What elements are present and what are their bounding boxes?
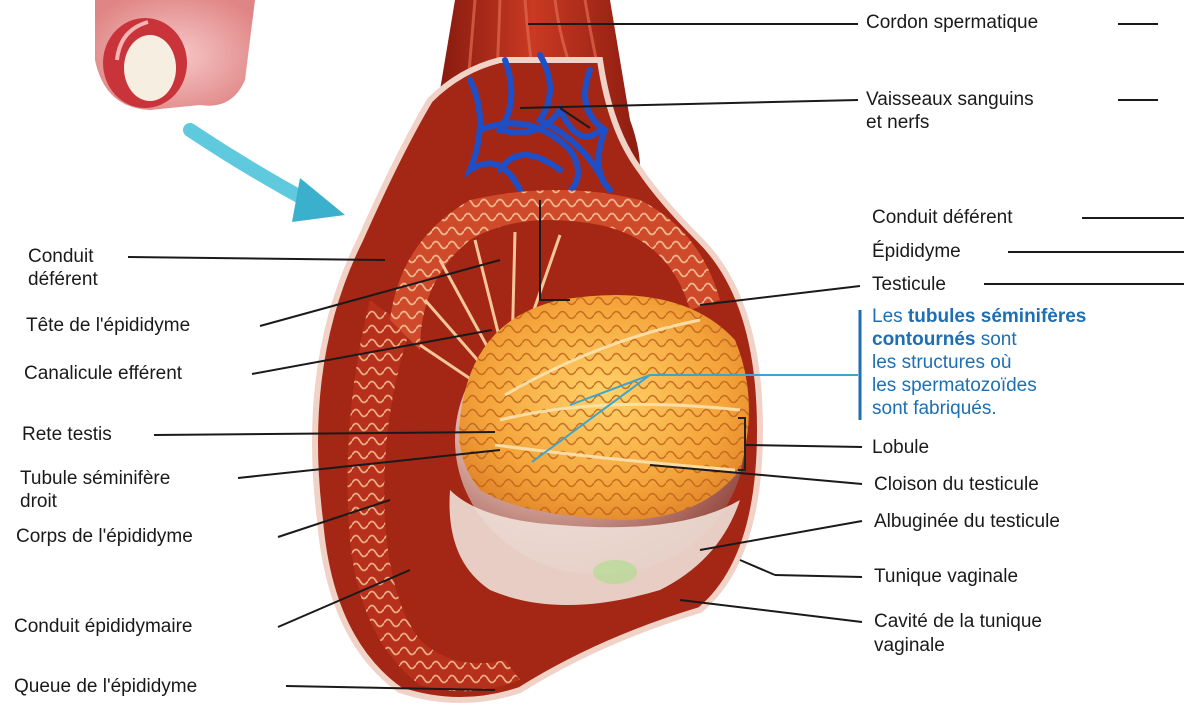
label-corps-epididyme: Corps de l'épididyme	[16, 526, 193, 547]
label-conduit-deferent-right: Conduit déférent	[872, 207, 1013, 228]
note-leaders	[531, 310, 862, 463]
label-albuginee: Albuginée du testicule	[874, 511, 1060, 532]
leader-lines	[127, 23, 1184, 691]
thumbnail-organ	[95, 0, 255, 110]
label-conduit-left-1: Conduit	[28, 246, 94, 267]
label-conduit-left-2: déférent	[28, 269, 98, 290]
label-et-nerfs: et nerfs	[866, 112, 930, 133]
label-cavite-2: vaginale	[874, 635, 945, 656]
label-tubule-droit-1: Tubule séminifère	[20, 468, 171, 489]
label-cloison: Cloison du testicule	[874, 474, 1039, 495]
label-cavite-1: Cavité de la tunique	[874, 611, 1042, 632]
lobule-bracket	[738, 417, 746, 471]
label-tubule-droit-2: droit	[20, 491, 57, 512]
testis	[449, 295, 749, 605]
label-lobule: Lobule	[872, 437, 930, 458]
label-conduit-epididymaire: Conduit épididymaire	[14, 616, 193, 637]
tubules-note: Les tubules séminifères contournés sont …	[872, 306, 1087, 419]
label-epididyme: Épididyme	[872, 241, 961, 262]
blood-vessels	[463, 52, 613, 203]
label-tete-epididyme: Tête de l'épididyme	[26, 315, 191, 336]
label-tunique-vaginale: Tunique vaginale	[874, 566, 1019, 587]
label-testicule: Testicule	[872, 274, 946, 295]
label-cordon-spermatique: Cordon spermatique	[866, 12, 1039, 33]
label-queue-epididyme: Queue de l'épididyme	[14, 676, 198, 697]
pointer-arrow-icon	[183, 123, 345, 222]
label-vaisseaux-sanguins: Vaisseaux sanguins	[866, 89, 1034, 110]
label-canalicule: Canalicule efférent	[24, 363, 183, 384]
label-rete-testis: Rete testis	[22, 424, 112, 445]
